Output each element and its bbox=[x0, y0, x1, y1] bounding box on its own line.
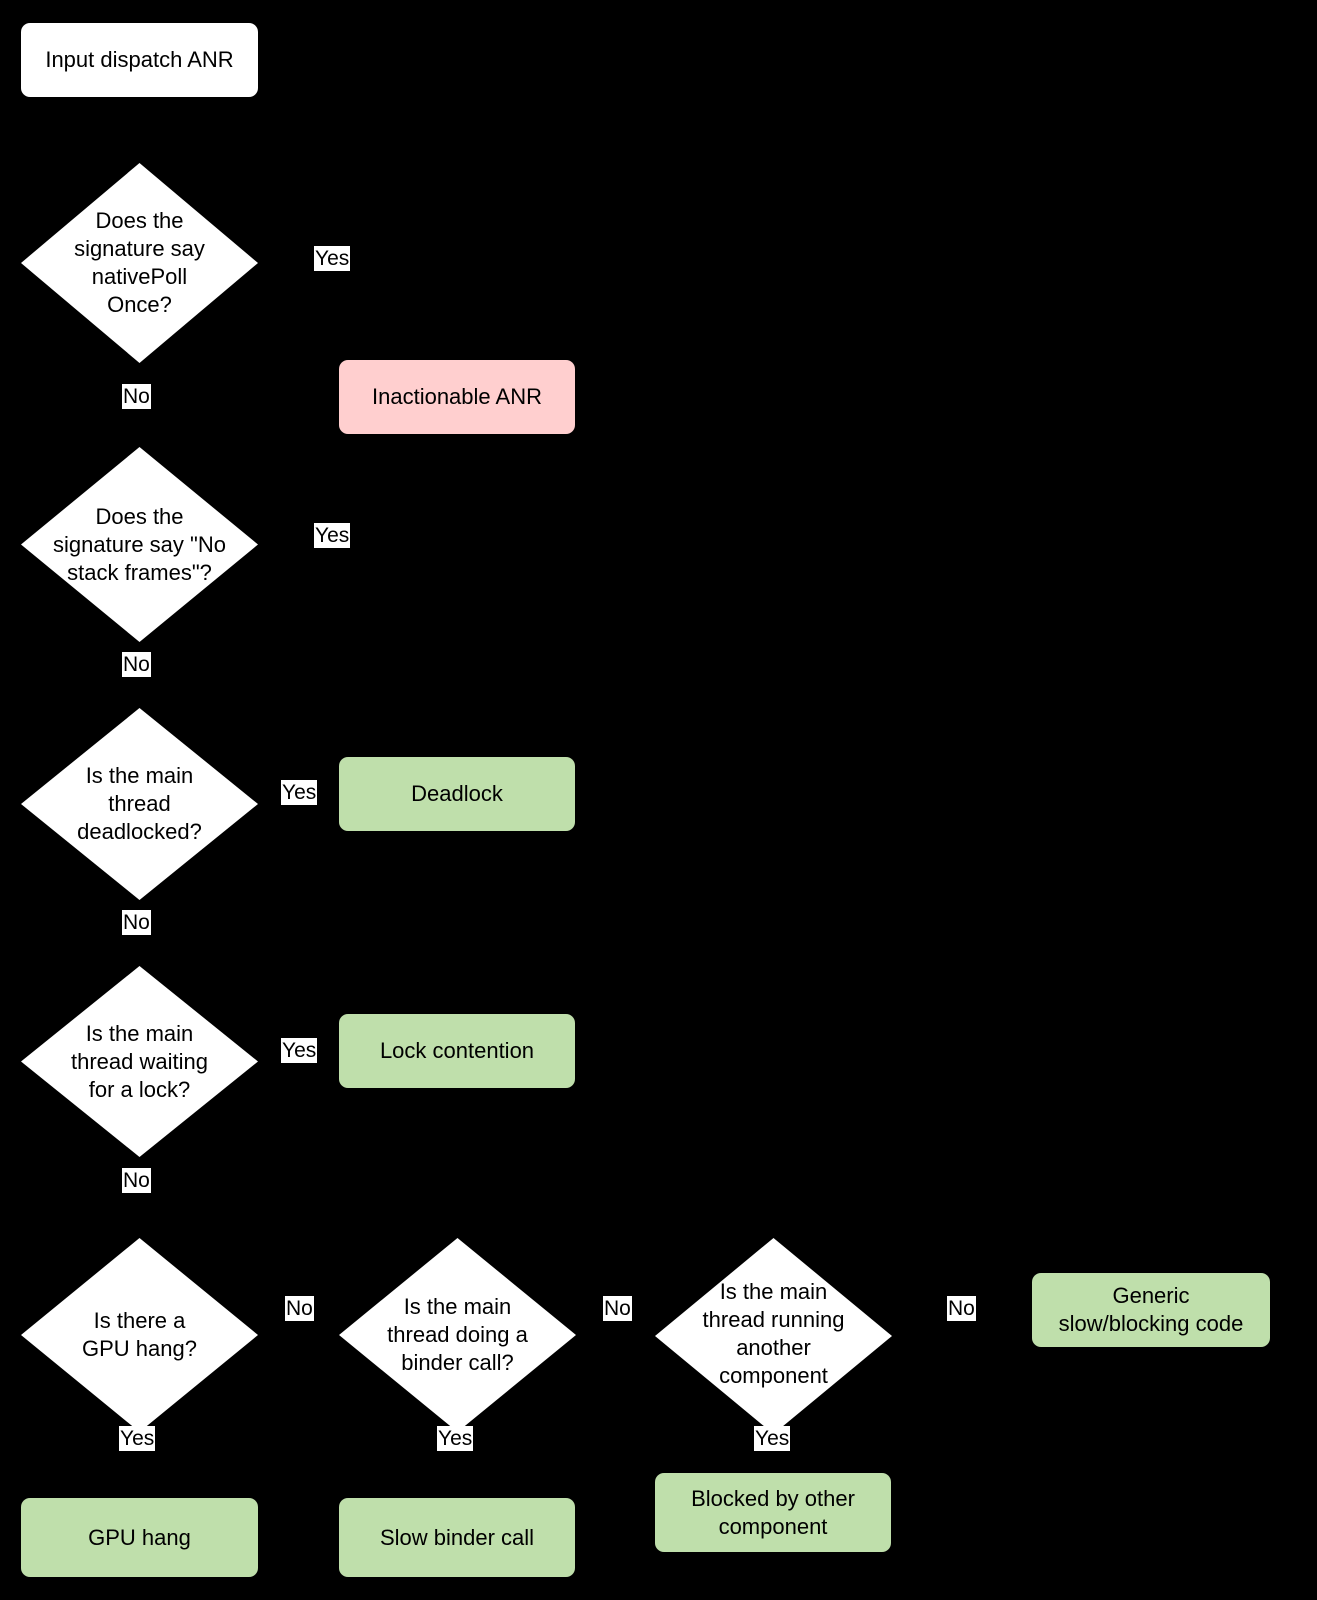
node-decision-another-component-label: Is the main thread running another compo… bbox=[702, 1279, 845, 1389]
edge-label-d3-yes: Yes bbox=[281, 780, 318, 805]
edge-label-d5-yes: Yes bbox=[119, 1426, 156, 1451]
node-decision-waiting-for-lock-label: Is the main thread waiting for a lock? bbox=[71, 1020, 208, 1102]
edge-label-d7-no: No bbox=[947, 1296, 976, 1321]
edge-label-d3-no: No bbox=[122, 910, 151, 935]
node-blocked-by-other-component[interactable]: Blocked by other component bbox=[655, 1473, 891, 1552]
node-slow-binder-call[interactable]: Slow binder call bbox=[339, 1498, 575, 1577]
edge-start-to-d1 bbox=[137, 97, 140, 163]
edge-d2-yes-horizontal bbox=[258, 536, 457, 539]
node-gpu-hang-label: GPU hang bbox=[88, 1524, 191, 1550]
node-start-label: Input dispatch ANR bbox=[45, 47, 234, 72]
edge-d5-yes bbox=[137, 1432, 140, 1498]
node-inactionable-anr[interactable]: Inactionable ANR bbox=[339, 360, 575, 434]
node-decision-nativepollonce-label: Does the signature say nativePoll Once? bbox=[74, 208, 205, 317]
node-deadlock-label: Deadlock bbox=[411, 781, 503, 806]
edge-d6-yes bbox=[455, 1432, 458, 1498]
edge-label-d7-yes: Yes bbox=[754, 1426, 791, 1451]
node-lock-contention-label: Lock contention bbox=[379, 1038, 535, 1063]
node-decision-deadlocked-label: Is the main thread deadlocked? bbox=[77, 763, 202, 844]
node-decision-another-component[interactable]: Is the main thread running another compo… bbox=[655, 1238, 892, 1434]
edge-label-d1-yes: Yes bbox=[314, 246, 351, 271]
node-generic-slow-blocking-code-label: Generic slow/blocking code bbox=[1058, 1283, 1244, 1336]
edge-d7-yes bbox=[771, 1434, 774, 1498]
edge-label-d4-yes: Yes bbox=[281, 1038, 318, 1063]
edge-d1-yes-vertical bbox=[455, 262, 458, 360]
edge-d2-yes-vertical bbox=[455, 434, 458, 538]
node-blocked-by-other-component-label: Blocked by other component bbox=[691, 1485, 855, 1539]
node-decision-nativepollonce[interactable]: Does the signature say nativePoll Once? bbox=[21, 163, 258, 363]
node-inactionable-anr-label: Inactionable ANR bbox=[372, 384, 542, 409]
edge-d4-no bbox=[137, 1157, 140, 1238]
node-decision-deadlocked[interactable]: Is the main thread deadlocked? bbox=[21, 708, 258, 900]
node-decision-binder-call-label: Is the main thread doing a binder call? bbox=[387, 1294, 528, 1375]
edge-d1-yes-horizontal bbox=[258, 262, 457, 265]
edge-label-d6-no: No bbox=[603, 1296, 632, 1321]
node-lock-contention[interactable]: Lock contention bbox=[339, 1014, 575, 1088]
node-generic-slow-blocking-code[interactable]: Generic slow/blocking code bbox=[1032, 1273, 1270, 1347]
edge-label-d1-no: No bbox=[122, 384, 151, 409]
edge-label-d2-no: No bbox=[122, 652, 151, 677]
node-gpu-hang[interactable]: GPU hang bbox=[21, 1498, 258, 1577]
edge-label-d5-no: No bbox=[285, 1296, 314, 1321]
edge-label-d2-yes: Yes bbox=[314, 523, 351, 548]
edge-label-d4-no: No bbox=[122, 1168, 151, 1193]
node-deadlock[interactable]: Deadlock bbox=[339, 757, 575, 831]
node-slow-binder-call-label: Slow binder call bbox=[379, 1524, 535, 1550]
node-decision-no-stack-frames[interactable]: Does the signature say "No stack frames"… bbox=[21, 447, 258, 642]
node-decision-no-stack-frames-label: Does the signature say "No stack frames"… bbox=[53, 503, 226, 585]
node-decision-gpu-hang-label: Is there a GPU hang? bbox=[82, 1308, 197, 1361]
node-decision-gpu-hang[interactable]: Is there a GPU hang? bbox=[21, 1238, 258, 1432]
node-decision-binder-call[interactable]: Is the main thread doing a binder call? bbox=[339, 1238, 576, 1432]
node-start[interactable]: Input dispatch ANR bbox=[21, 23, 258, 97]
edge-label-d6-yes: Yes bbox=[437, 1426, 474, 1451]
node-decision-waiting-for-lock[interactable]: Is the main thread waiting for a lock? bbox=[21, 966, 258, 1157]
